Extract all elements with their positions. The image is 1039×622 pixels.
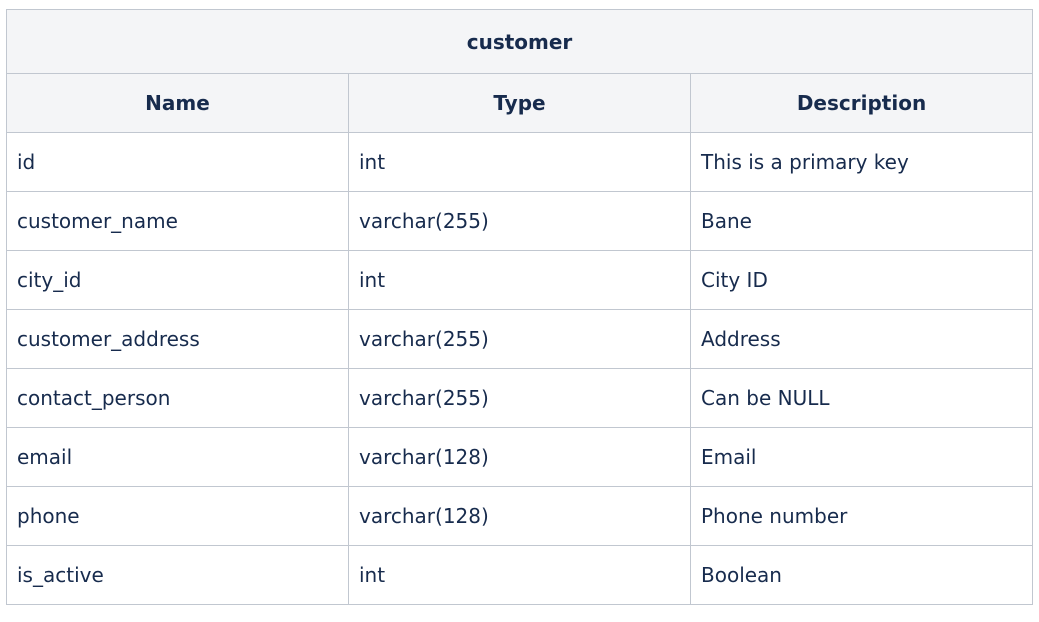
table-row: contact_person varchar(255) Can be NULL [6,368,1034,428]
cell-type: int [348,545,691,605]
table-title-row: customer [5,9,1034,74]
cell-name: phone [6,486,349,546]
customer-table: customer Name Type Description id int Th… [5,9,1034,605]
table-header-row: Name Type Description [6,73,1034,133]
table-title: customer [5,9,1034,74]
column-header-type: Type [348,73,691,133]
cell-description: Boolean [689,545,1034,605]
cell-type: varchar(128) [348,427,691,487]
cell-type: varchar(255) [348,368,691,428]
table-row: phone varchar(128) Phone number [6,486,1034,546]
column-header-description: Description [689,73,1034,133]
cell-description: Bane [689,191,1034,251]
cell-description: City ID [689,250,1034,310]
cell-type: varchar(255) [348,309,691,369]
cell-name: city_id [6,250,349,310]
table-row: city_id int City ID [6,250,1034,310]
cell-name: email [6,427,349,487]
cell-description: This is a primary key [689,132,1034,192]
cell-type: varchar(128) [348,486,691,546]
cell-name: contact_person [6,368,349,428]
cell-name: customer_name [6,191,349,251]
customer-table-container: customer Name Type Description id int Th… [5,9,1034,605]
table-row: email varchar(128) Email [6,427,1034,487]
cell-name: is_active [6,545,349,605]
cell-description: Email [689,427,1034,487]
cell-name: customer_address [6,309,349,369]
cell-description: Address [689,309,1034,369]
cell-type: int [348,132,691,192]
table-row: customer_address varchar(255) Address [6,309,1034,369]
cell-description: Phone number [689,486,1034,546]
table-row: id int This is a primary key [6,132,1034,192]
table-row: customer_name varchar(255) Bane [6,191,1034,251]
cell-type: varchar(255) [348,191,691,251]
cell-type: int [348,250,691,310]
table-row: is_active int Boolean [6,545,1034,605]
cell-description: Can be NULL [689,368,1034,428]
cell-name: id [6,132,349,192]
column-header-name: Name [6,73,349,133]
